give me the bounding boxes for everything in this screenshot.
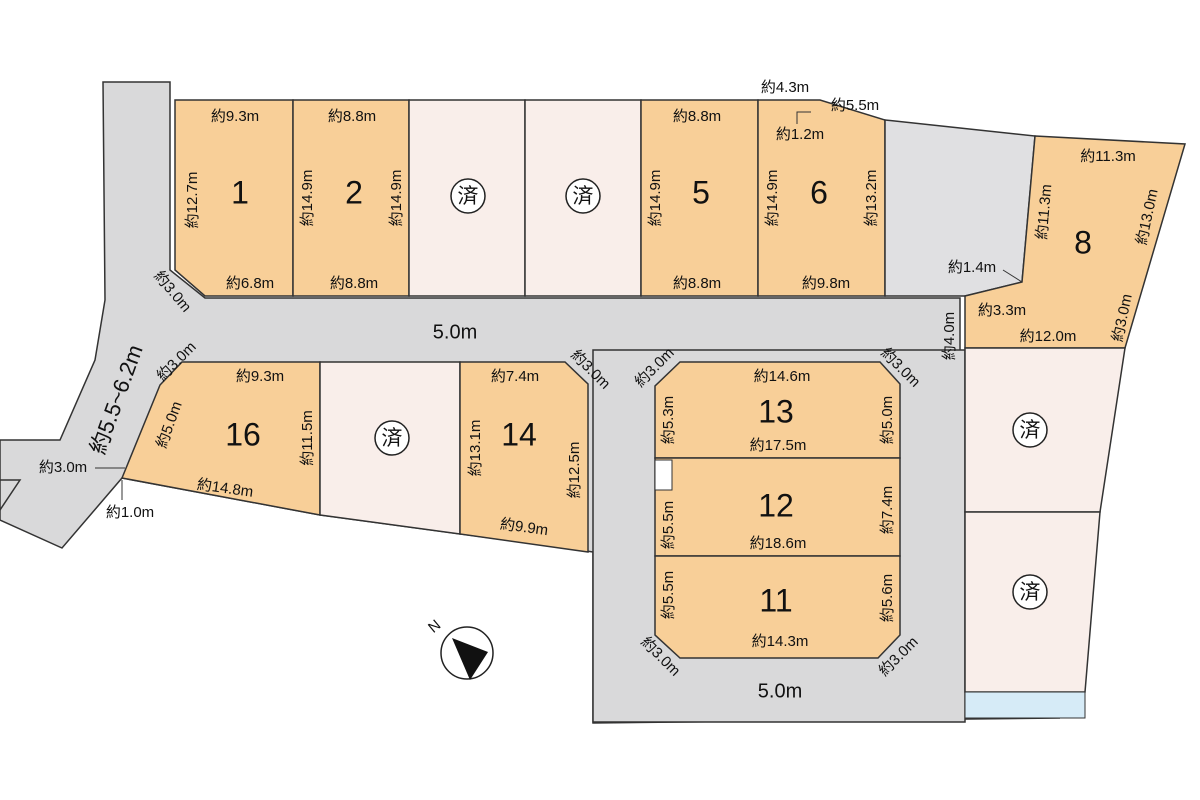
lot-number: 5 <box>692 174 710 210</box>
dim-label: 約14.9m <box>299 170 316 227</box>
sold-mark: 済 <box>374 420 410 456</box>
svg-text:済: 済 <box>573 184 594 208</box>
dim-label: 約14.9m <box>388 170 405 227</box>
dim-label: 約3.3m <box>978 302 1026 319</box>
dim-label: 約14.3m <box>752 633 809 650</box>
sold-mark: 済 <box>1012 574 1048 610</box>
dim-label: 約1.4m <box>948 259 996 276</box>
dim-label: 約9.9m <box>499 516 549 540</box>
dim-label: 約12.0m <box>1020 328 1077 345</box>
dim-label: 約14.6m <box>754 368 811 385</box>
water-strip <box>964 691 1086 719</box>
dim-label: 約9.3m <box>236 368 284 385</box>
north-arrow-icon: N <box>425 617 494 680</box>
dim-label: 約8.8m <box>673 275 721 292</box>
sold-mark: 済 <box>450 178 486 214</box>
dim-label: 約9.3m <box>211 108 259 125</box>
road-width-main: 5.0m <box>433 321 477 343</box>
lot-number: 13 <box>758 393 794 429</box>
dim-label: 約4.3m <box>761 79 809 96</box>
road-side-lower <box>0 479 22 512</box>
sold-mark: 済 <box>1012 412 1048 448</box>
lot-number: 14 <box>501 416 537 452</box>
dim-label: 約17.5m <box>750 437 807 454</box>
dim-label: 約14.9m <box>647 170 664 227</box>
svg-text:済: 済 <box>382 426 403 450</box>
lot-16[interactable] <box>120 361 321 516</box>
dim-label: 約14.9m <box>764 170 781 227</box>
dim-label: 約8.8m <box>330 275 378 292</box>
dim-label: 約8.8m <box>673 108 721 125</box>
lot-number: 16 <box>225 416 261 452</box>
dim-label: 約5.6m <box>879 574 896 622</box>
road-width-lower: 5.0m <box>758 680 802 702</box>
lot-number: 11 <box>759 582 792 618</box>
lot-number: 12 <box>758 487 794 523</box>
dim-label: 約18.6m <box>750 535 807 552</box>
leader-line <box>1002 269 1023 283</box>
svg-text:済: 済 <box>1020 580 1041 604</box>
dim-label: 約12.5m <box>566 442 583 499</box>
dim-label: 約9.8m <box>802 275 850 292</box>
dim-label: 約11.3m <box>1080 148 1136 165</box>
dim-label: 約5.5m <box>660 571 677 619</box>
lot-14[interactable] <box>459 361 589 553</box>
lot-number: 1 <box>231 174 249 210</box>
dim-label: 約4.0m <box>941 312 958 360</box>
dim-label: 約5.5m <box>831 97 879 114</box>
dim-label: 約11.5m <box>299 410 316 466</box>
dim-label: 約12.7m <box>184 172 201 229</box>
dim-label: 約7.4m <box>491 368 539 385</box>
dim-label: 約5.5m <box>660 501 677 549</box>
dim-label: 約11.3m <box>1034 184 1056 241</box>
small-square <box>654 459 673 491</box>
lot-number: 2 <box>345 174 363 210</box>
dim-label: 約13.2m <box>863 170 880 227</box>
dim-label: 約5.3m <box>660 396 677 444</box>
dim-label: 約5.0m <box>879 396 896 444</box>
lot-number: 8 <box>1074 224 1092 260</box>
lot-1[interactable] <box>174 99 294 297</box>
dim-label: 約8.8m <box>328 108 376 125</box>
svg-text:済: 済 <box>1020 418 1041 442</box>
dim-label: 約3.0m <box>39 459 87 476</box>
dim-label: 約6.8m <box>226 275 274 292</box>
dim-label: 約1.2m <box>776 126 824 143</box>
leader-line <box>796 111 811 124</box>
dim-label: 約1.0m <box>106 504 154 521</box>
lot-number: 6 <box>810 174 828 210</box>
svg-text:N: N <box>425 617 444 637</box>
svg-text:済: 済 <box>458 184 479 208</box>
sold-mark: 済 <box>565 178 601 214</box>
lot-12[interactable] <box>654 457 901 557</box>
lot-5[interactable] <box>640 99 759 297</box>
lot-11[interactable] <box>654 555 901 659</box>
dim-label: 約7.4m <box>879 486 896 534</box>
dim-label: 約13.1m <box>467 420 484 477</box>
